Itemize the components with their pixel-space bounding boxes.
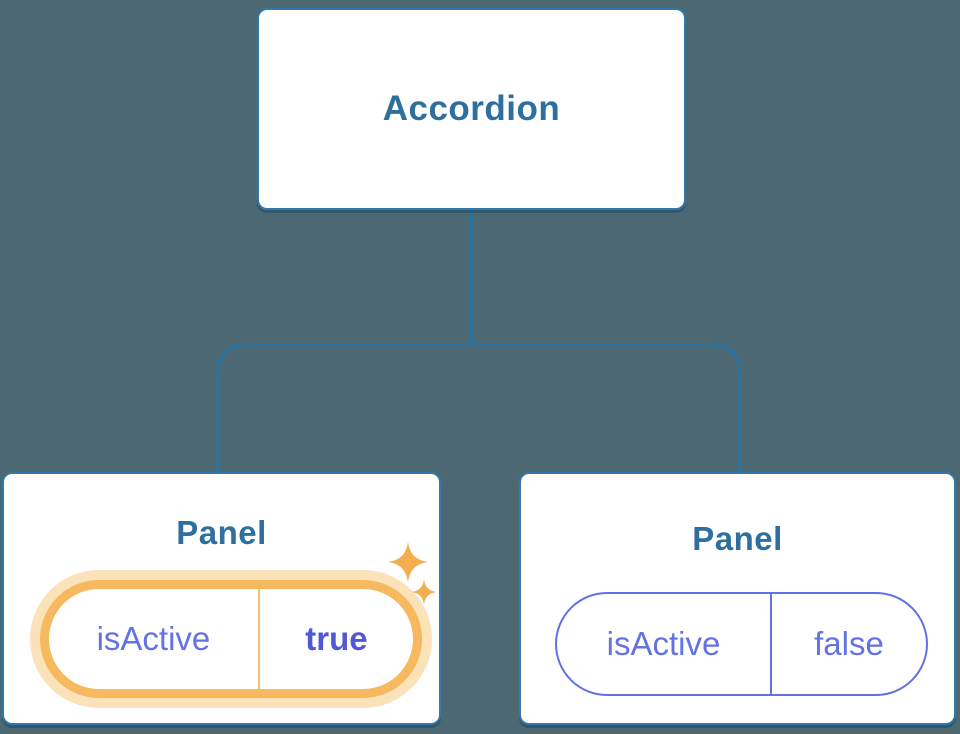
panel-node-inactive: Panel isActive false <box>519 472 956 725</box>
state-name-cell: isActive <box>49 589 258 689</box>
state-name-label: isActive <box>606 625 721 662</box>
sparkle-icon <box>411 579 437 605</box>
state-value-cell: true <box>260 589 413 689</box>
state-pill-active: isActive true <box>40 580 422 698</box>
state-value-cell: false <box>772 594 926 694</box>
panel-node-label: Panel <box>692 520 783 557</box>
accordion-node-label: Accordion <box>382 89 561 128</box>
pill-divider <box>257 589 260 689</box>
panel-node-active: Panel isActive true <box>2 472 441 725</box>
state-name-cell: isActive <box>557 594 770 694</box>
state-name-label: isActive <box>96 620 211 657</box>
connector-branch-to-panels <box>216 343 742 478</box>
pill-divider <box>770 594 772 694</box>
state-pill-active-halo: isActive true <box>30 570 432 708</box>
accordion-node: Accordion <box>257 8 686 210</box>
panel-node-label: Panel <box>176 514 267 551</box>
sparkle-icon <box>387 541 429 583</box>
state-pill-inactive: isActive false <box>555 592 928 696</box>
state-value-label: true <box>305 620 368 657</box>
state-value-label: false <box>814 625 884 662</box>
